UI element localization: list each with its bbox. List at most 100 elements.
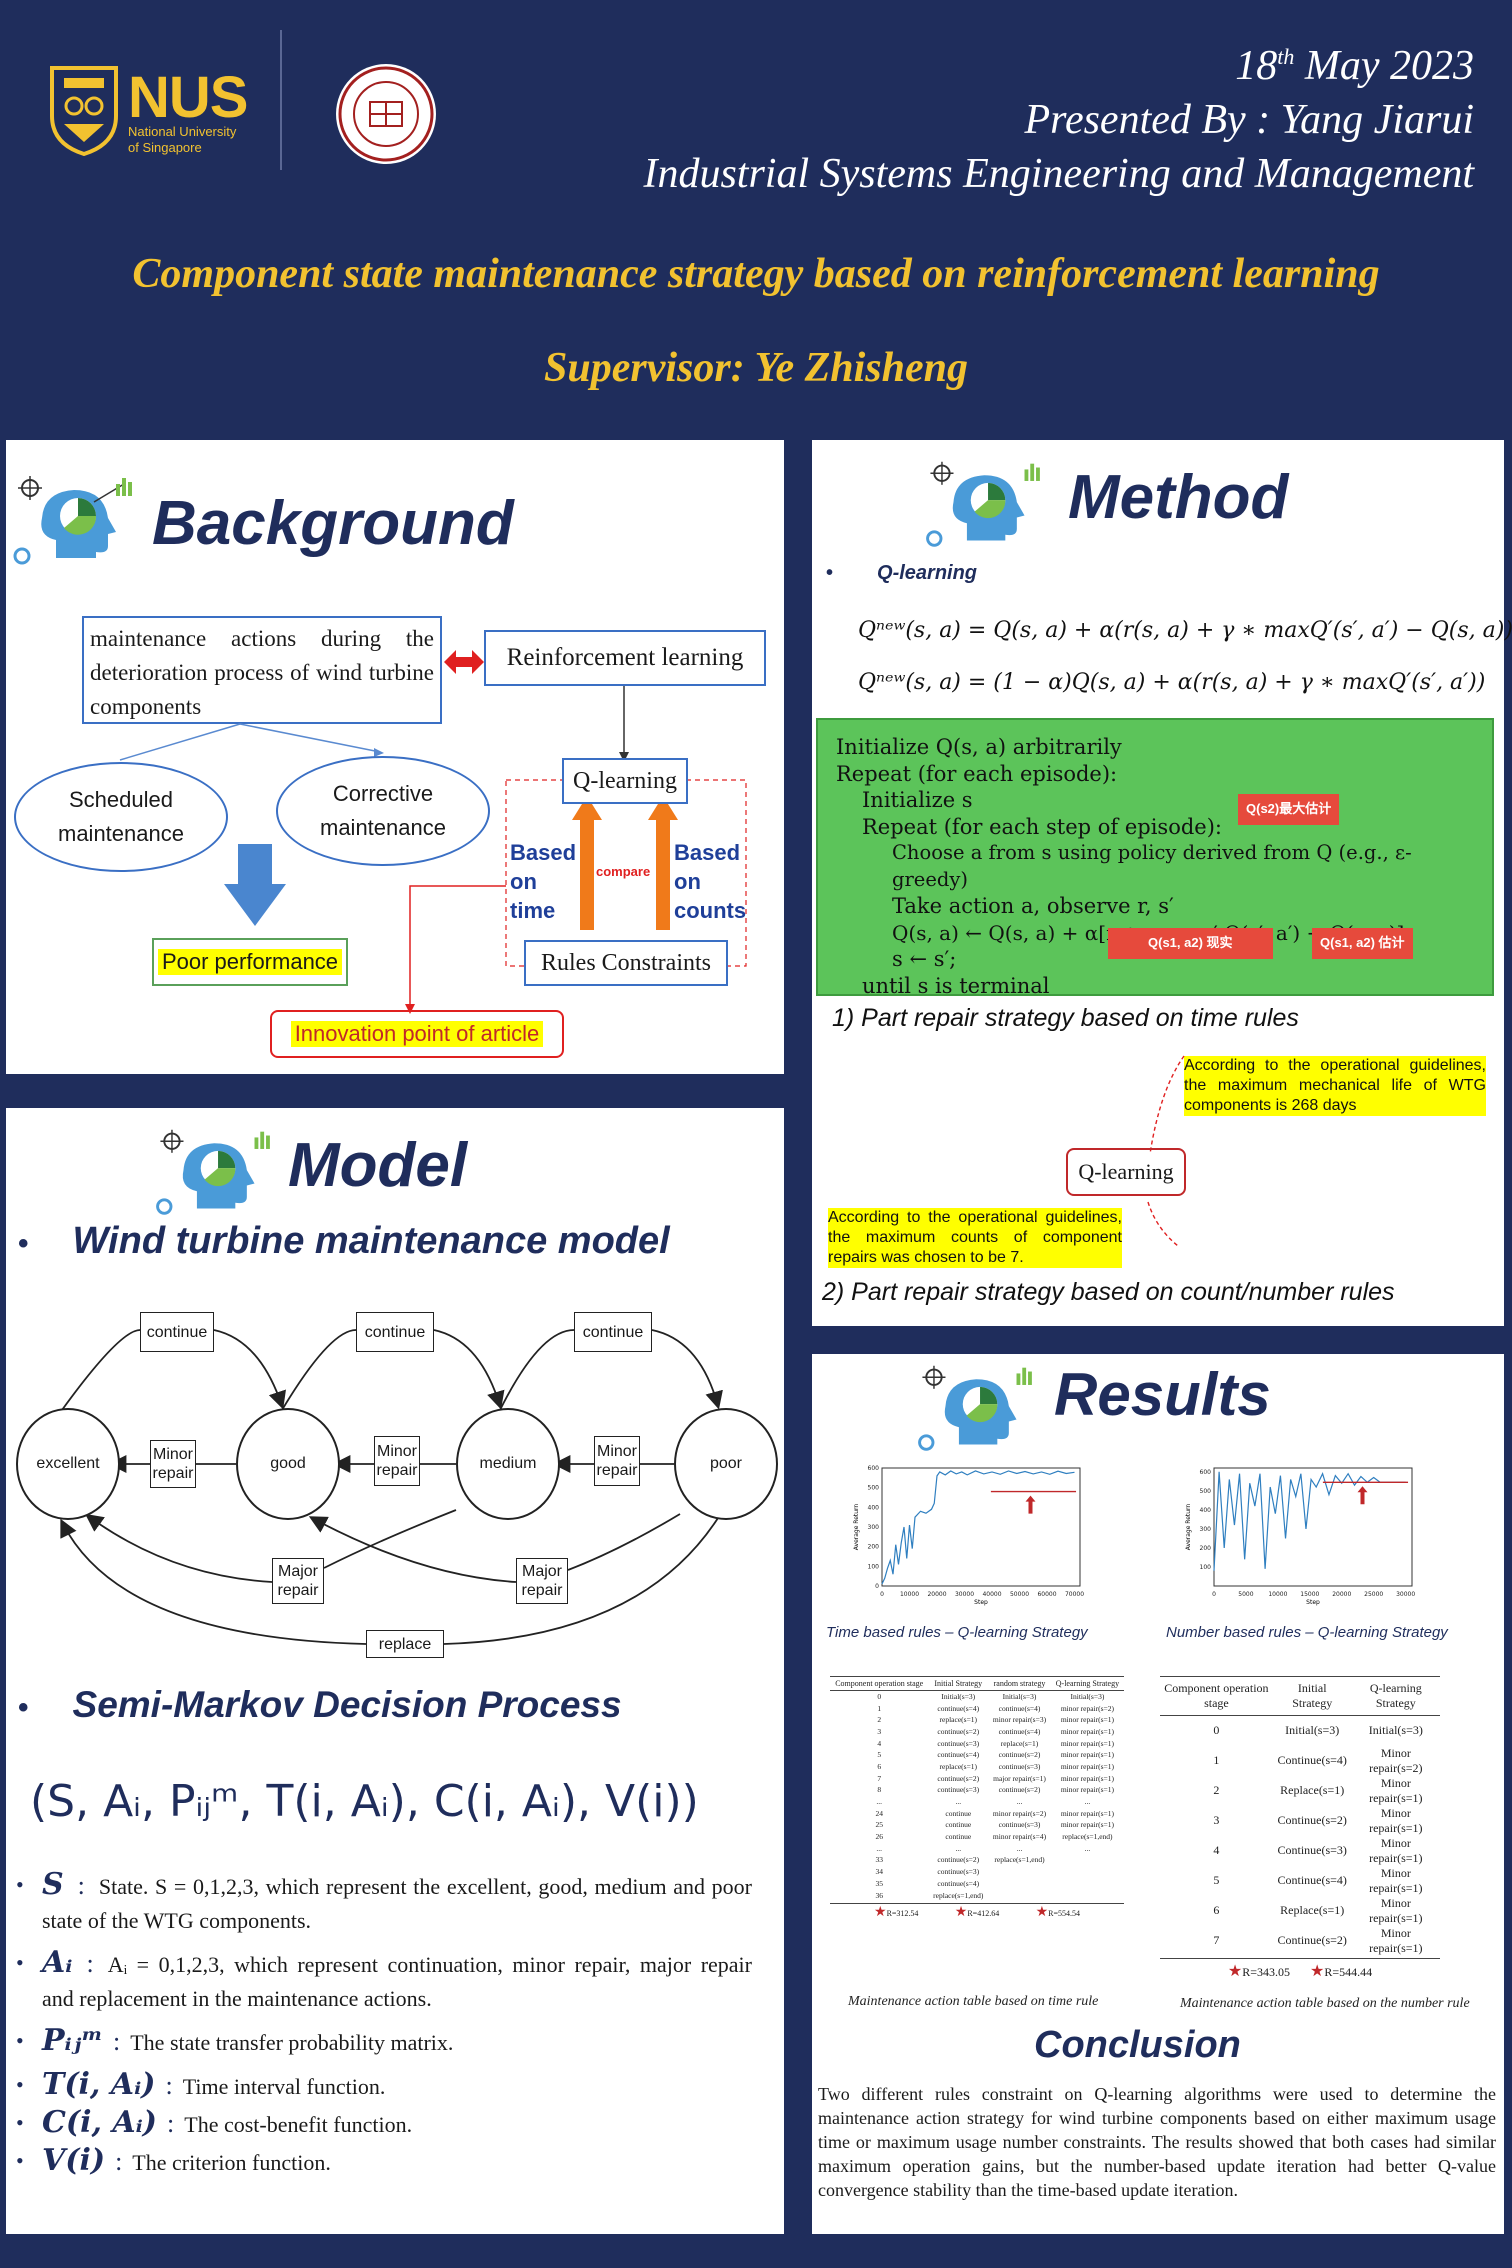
reinforcement-learning-label: Reinforcement learning <box>506 644 744 671</box>
x-tick-label: 30000 <box>955 1591 974 1598</box>
method-heading: Method <box>1068 463 1289 532</box>
table-cell: minor repair(s=1) <box>1060 1820 1115 1830</box>
table-cell: 0 <box>1213 1723 1220 1738</box>
nus-fullname: National University of Singapore <box>128 124 236 156</box>
state-poor: poor <box>674 1408 778 1520</box>
x-axis-label: Step <box>1306 1599 1320 1606</box>
table-cell: Continue(s=4) <box>1277 1873 1347 1887</box>
x-tick-label: 30000 <box>1396 1591 1415 1598</box>
number-rule-chart-caption: Number based rules – Q-learning Strategy <box>1166 1624 1448 1641</box>
nus-crest-icon <box>50 66 118 156</box>
continue-box-3: continue <box>574 1312 652 1352</box>
up-arrow-icon <box>1025 1495 1036 1514</box>
table-cell: continue(s=4) <box>937 1878 980 1888</box>
table-cell: minor repair(s=1) <box>1060 1750 1115 1760</box>
table-cell: minor repair(s=1) <box>1060 1738 1115 1748</box>
results-heading: Results <box>1054 1361 1271 1428</box>
background-bottom-bar <box>0 1074 786 1108</box>
wind-turbine-model-label: Wind turbine maintenance model <box>72 1220 670 1262</box>
footer-bar <box>0 2234 1512 2268</box>
q-real-tag: Q(s1, a2) 现实 <box>1108 928 1273 959</box>
y-tick-label: 600 <box>868 1465 880 1472</box>
table-cell: 4 <box>877 1738 882 1748</box>
table-cell: Minor repair(s=1) <box>1369 1835 1423 1865</box>
table-cell: ... <box>1016 1797 1023 1807</box>
brain-icon <box>918 1365 1032 1451</box>
header-divider <box>280 30 282 170</box>
table-cell: minor repair(s=2) <box>1060 1703 1115 1713</box>
x-tick-label: 0 <box>880 1591 884 1598</box>
scheduled-maintenance-label: Scheduled maintenance <box>58 787 184 846</box>
table-cell: 26 <box>875 1832 883 1842</box>
def-t: • T(i, Aᵢ):Time interval function. <box>16 2067 386 2102</box>
q-update-equation-1: Qⁿᵉʷ(s, a) = Q(s, a) + α(r(s, a) + γ ∗ m… <box>858 618 1512 643</box>
def-s: • S:State. S = 0,1,2,3, which represent … <box>16 1867 752 1934</box>
table-cell: 33 <box>875 1855 883 1865</box>
table-cell: ... <box>1084 1797 1091 1807</box>
algo-line-4: Repeat (for each step of episode): <box>862 814 1222 839</box>
def-p-text: The state transfer probability matrix. <box>130 2030 454 2055</box>
conclusion-heading: Conclusion <box>1034 2024 1241 2066</box>
table-cell: replace(s=1,end) <box>1062 1832 1113 1842</box>
table-cell: Replace(s=1) <box>1280 1903 1345 1917</box>
time-score-random: ★R=412.64 <box>954 1904 1000 1920</box>
poster-title: Component state maintenance strategy bas… <box>132 251 1380 297</box>
count-rule-note: According to the operational guidelines,… <box>828 1208 1122 1268</box>
table-cell: 1 <box>877 1703 882 1713</box>
table-cell: continue(s=3) <box>937 1785 980 1795</box>
table-cell: 2 <box>1213 1783 1220 1797</box>
table-cell: 0 <box>877 1692 882 1702</box>
table-cell: ... <box>955 1843 962 1853</box>
y-tick-label: 200 <box>868 1544 880 1551</box>
table-cell: Minor repair(s=1) <box>1369 1895 1423 1925</box>
def-t-text: Time interval function. <box>182 2074 386 2099</box>
table-cell: minor repair(s=1) <box>1060 1726 1115 1736</box>
strategy-1-caption: 1) Part repair strategy based on time ru… <box>832 1004 1299 1032</box>
time-rule-table-caption: Maintenance action table based on time r… <box>848 1994 1099 2009</box>
table-cell: replace(s=1,end) <box>933 1890 984 1900</box>
table-cell: 1 <box>1213 1753 1220 1767</box>
def-c-text: The cost-benefit function. <box>184 2112 413 2137</box>
wind-turbine-model-bullet: •Wind turbine maintenance model <box>18 1220 670 1262</box>
table-cell: 2 <box>877 1715 882 1725</box>
y-tick-label: 100 <box>868 1563 880 1570</box>
def-v-text: The criterion function. <box>132 2150 331 2175</box>
table-cell: minor repair(s=1) <box>1060 1715 1115 1725</box>
table-cell: Initial(s=3) <box>941 1692 976 1702</box>
table-cell: 4 <box>1213 1843 1220 1857</box>
strategy-2-caption: 2) Part repair strategy based on count/n… <box>822 1278 1395 1306</box>
replace-box: replace <box>366 1630 444 1658</box>
poor-performance-label: Poor performance <box>157 949 343 975</box>
table-cell: 6 <box>877 1761 882 1771</box>
header-meta: 18th May 2023 Presented By : Yang Jiarui… <box>643 30 1474 201</box>
def-v: • V(i):The criterion function. <box>16 2143 331 2178</box>
table-cell: Continue(s=2) <box>1277 1933 1347 1947</box>
table-header-cell: Q-learning Strategy <box>1050 1676 1124 1691</box>
state-medium: medium <box>456 1408 560 1520</box>
department: Industrial Systems Engineering and Manag… <box>643 151 1474 197</box>
table-cell: 3 <box>1213 1813 1220 1827</box>
center-divider <box>784 440 812 2268</box>
table-cell <box>1051 1854 1124 1866</box>
table-cell: 35 <box>875 1878 883 1888</box>
rules-constraints-label: Rules Constraints <box>540 949 711 976</box>
x-tick-label: 10000 <box>1268 1591 1287 1598</box>
def-s-text: State. S = 0,1,2,3, which represent the … <box>42 1874 752 1933</box>
state-excellent-label: excellent <box>36 1455 100 1472</box>
poster-header <box>0 0 1512 440</box>
table-cell: minor repair(s=1) <box>1060 1785 1115 1795</box>
x-tick-label: 20000 <box>927 1591 946 1598</box>
y-tick-label: 400 <box>1200 1507 1212 1514</box>
right-edge-bar <box>1504 440 1512 2268</box>
state-good-label: good <box>270 1455 306 1472</box>
q-learning-bullet: •Q-learning <box>826 562 978 584</box>
y-axis-label: Average Return <box>1185 1504 1192 1551</box>
